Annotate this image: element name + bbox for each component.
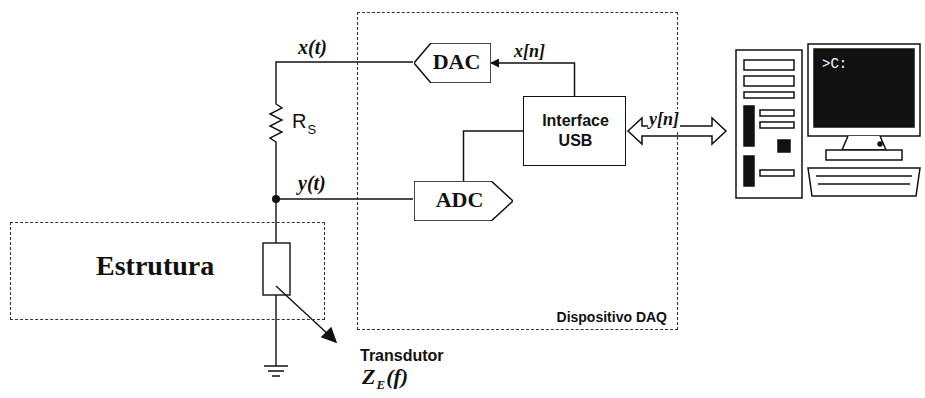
wire: [275, 295, 276, 366]
ground-symbol: [264, 366, 288, 376]
wire: [276, 198, 413, 199]
wire: [276, 62, 413, 100]
component-name: Transdutor: [360, 347, 444, 365]
structure-region: Estrutura: [10, 222, 325, 320]
wire: [275, 146, 276, 243]
node-label: Interface USB: [532, 111, 619, 151]
signal-name: x(t): [298, 36, 327, 59]
edge-label: x[n]: [513, 41, 546, 62]
leader-arrow: [276, 286, 330, 336]
impedance-symbol: Z: [362, 364, 375, 390]
arrowhead: [322, 328, 336, 342]
subscript: E: [376, 377, 385, 393]
adc-block: ADC: [414, 181, 513, 221]
edge-label: y[n]: [648, 109, 680, 130]
node-label: Estrutura: [96, 250, 214, 282]
dac-block: DAC: [414, 43, 491, 83]
node-label: ADC: [436, 187, 484, 213]
component-name: R: [292, 110, 306, 133]
node-label: DAC: [433, 49, 481, 75]
junction-dot: [272, 195, 280, 203]
screen-text: >C:: [822, 56, 847, 72]
signal-arrow: [491, 63, 575, 96]
impedance-symbol: (f): [386, 364, 408, 390]
resistor-symbol: [270, 100, 282, 146]
node-label: Dispositivo DAQ: [557, 309, 667, 325]
computer-icon: >C:: [730, 40, 924, 202]
signal-name: y(t): [298, 172, 326, 195]
usb-interface-box: Interface USB: [523, 96, 626, 166]
subscript: S: [307, 122, 316, 137]
